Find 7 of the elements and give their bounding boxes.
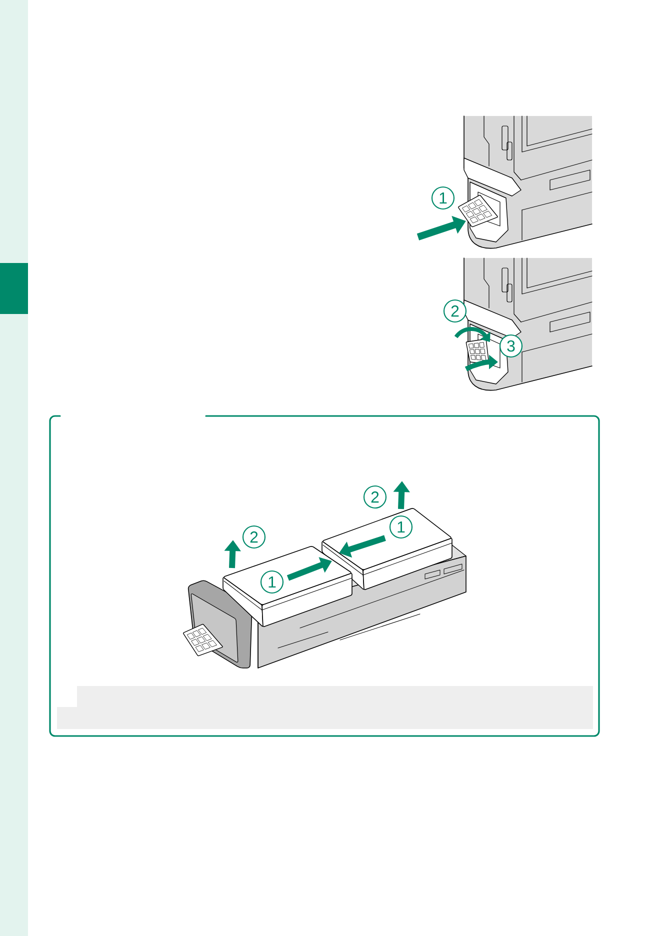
callout-number: 2 — [242, 525, 266, 549]
callout-number: 1 — [260, 570, 284, 594]
callout-number: 3 — [499, 334, 523, 358]
callout-number: 2 — [443, 299, 467, 323]
callout-number: 1 — [431, 186, 455, 210]
callout-number: 1 — [389, 515, 413, 539]
callout-number: 2 — [363, 485, 387, 509]
